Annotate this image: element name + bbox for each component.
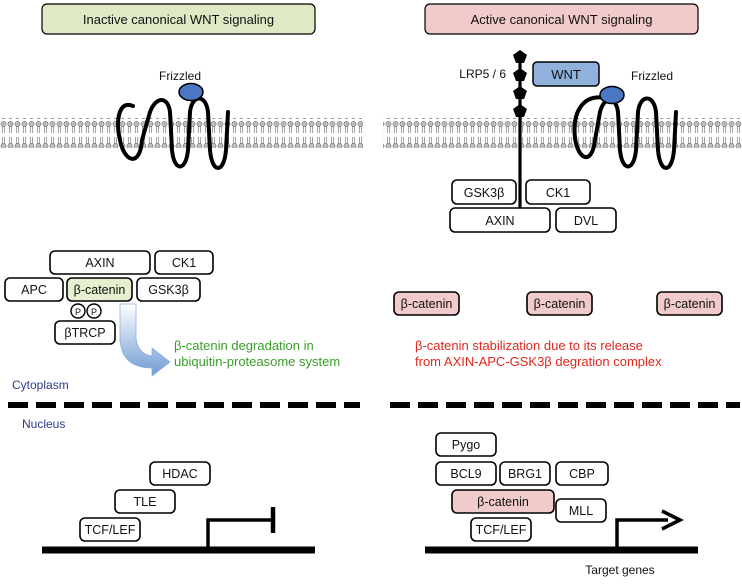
active-axin: AXIN bbox=[449, 207, 551, 233]
inactive-axin: AXIN bbox=[49, 250, 151, 275]
active-title: Active canonical WNT signaling bbox=[471, 12, 653, 27]
svg-text:CK1: CK1 bbox=[172, 256, 196, 270]
svg-text:β-catenin: β-catenin bbox=[664, 297, 716, 311]
active-gsk3b: GSK3β bbox=[451, 179, 517, 205]
inactive-btrcp: βTRCP bbox=[54, 320, 116, 345]
transcription-arrowhead bbox=[661, 509, 684, 531]
nucleus-label: Nucleus bbox=[22, 417, 65, 431]
svg-text:CBP: CBP bbox=[569, 467, 595, 481]
frizzled-head-right bbox=[599, 85, 625, 105]
svg-text:BCL9: BCL9 bbox=[450, 467, 481, 481]
active-promoter bbox=[615, 518, 668, 550]
free-beta-catenin-1: β-catenin bbox=[393, 291, 460, 316]
inactive-tle: TLE bbox=[114, 489, 176, 514]
svg-text:BRG1: BRG1 bbox=[508, 467, 542, 481]
svg-text:CK1: CK1 bbox=[546, 186, 570, 200]
frizzled-receptor-right: Frizzled bbox=[572, 69, 678, 170]
frizzled-head-left bbox=[178, 82, 204, 102]
phosphate-1: P bbox=[70, 303, 86, 319]
inactive-gsk3b: GSK3β bbox=[136, 277, 201, 302]
active-bcl9: BCL9 bbox=[435, 461, 497, 486]
wnt-ligand: WNT bbox=[532, 61, 600, 87]
active-tcf-lef: TCF/LEF bbox=[470, 517, 532, 542]
inactive-hdac: HDAC bbox=[149, 461, 211, 486]
svg-text:GSK3β: GSK3β bbox=[464, 186, 505, 200]
inactive-beta-catenin: β-catenin bbox=[66, 277, 133, 302]
active-cbp: CBP bbox=[555, 461, 609, 486]
phosphate-2: P bbox=[86, 303, 102, 319]
lrp-label: LRP5 / 6 bbox=[459, 67, 506, 81]
active-brg1: BRG1 bbox=[499, 461, 551, 486]
free-beta-catenin-2: β-catenin bbox=[526, 291, 593, 316]
svg-text:β-catenin: β-catenin bbox=[534, 297, 586, 311]
svg-text:GSK3β: GSK3β bbox=[148, 283, 189, 297]
wnt-label: WNT bbox=[551, 67, 581, 82]
degradation-note-line1: β-catenin degradation in bbox=[174, 338, 314, 353]
svg-text:DVL: DVL bbox=[574, 214, 598, 228]
svg-text:βTRCP: βTRCP bbox=[64, 326, 105, 340]
svg-text:P: P bbox=[75, 307, 81, 317]
active-dvl: DVL bbox=[555, 207, 617, 233]
stabilization-note-line2: from AXIN-APC-GSK3β degration complex bbox=[415, 354, 662, 369]
cell-membrane-left bbox=[0, 118, 363, 148]
free-beta-catenin-3: β-catenin bbox=[656, 291, 723, 316]
svg-text:β-catenin: β-catenin bbox=[74, 283, 126, 297]
svg-text:TCF/LEF: TCF/LEF bbox=[476, 523, 527, 537]
frizzled-receptor-left: Frizzled bbox=[116, 69, 230, 170]
inactive-ck1: CK1 bbox=[154, 250, 214, 275]
svg-text:β-catenin: β-catenin bbox=[401, 297, 453, 311]
svg-text:TLE: TLE bbox=[134, 495, 157, 509]
active-pygo: Pygo bbox=[435, 432, 497, 457]
inactive-title: Inactive canonical WNT signaling bbox=[83, 12, 274, 27]
active-ck1: CK1 bbox=[525, 179, 591, 205]
lrp5-6-receptor: LRP5 / 6 bbox=[459, 50, 527, 210]
svg-text:APC: APC bbox=[21, 283, 47, 297]
cytoplasm-label: Cytoplasm bbox=[12, 378, 69, 392]
svg-text:HDAC: HDAC bbox=[162, 467, 197, 481]
frizzled-label-left: Frizzled bbox=[159, 69, 201, 83]
degradation-note-line2: ubiquitin-proteasome system bbox=[174, 354, 340, 369]
repressed-promoter bbox=[206, 518, 272, 550]
svg-text:AXIN: AXIN bbox=[485, 214, 514, 228]
svg-text:Pygo: Pygo bbox=[452, 438, 481, 452]
target-genes-label: Target genes bbox=[585, 563, 654, 577]
inactive-apc: APC bbox=[4, 277, 64, 302]
svg-text:P: P bbox=[91, 307, 97, 317]
svg-text:AXIN: AXIN bbox=[85, 256, 114, 270]
svg-text:β-catenin: β-catenin bbox=[477, 495, 529, 509]
inactive-title-box: Inactive canonical WNT signaling bbox=[41, 3, 316, 35]
cell-membrane-right bbox=[383, 118, 742, 148]
degradation-arrow bbox=[119, 303, 171, 377]
stabilization-note-line1: β-catenin stabilization due to its relea… bbox=[415, 338, 643, 353]
inactive-tcf-lef: TCF/LEF bbox=[79, 517, 141, 542]
nuclear-beta-catenin: β-catenin bbox=[451, 489, 555, 514]
active-mll: MLL bbox=[555, 498, 607, 523]
svg-text:TCF/LEF: TCF/LEF bbox=[85, 523, 136, 537]
svg-text:MLL: MLL bbox=[569, 504, 593, 518]
active-title-box: Active canonical WNT signaling bbox=[424, 3, 699, 35]
frizzled-label-right: Frizzled bbox=[631, 69, 673, 83]
